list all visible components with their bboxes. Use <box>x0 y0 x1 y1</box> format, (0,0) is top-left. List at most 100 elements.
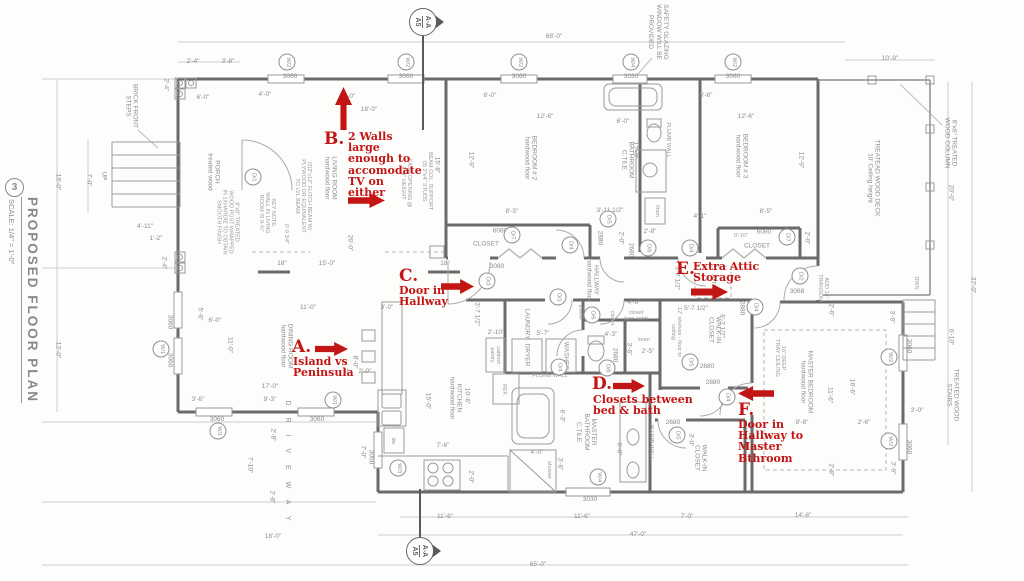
symbol-circle: D/1 <box>244 168 262 186</box>
symbol-circle: D/5 <box>668 426 686 444</box>
dimension-label: 4'-0" <box>258 90 272 98</box>
dimension-label: 65'-0" <box>529 560 547 568</box>
size-tag: 3060 <box>282 72 298 80</box>
symbol-circle: W/3 <box>389 459 407 477</box>
dimension-label: 18" <box>277 259 287 267</box>
dimension-label: 4'-1" <box>693 212 707 220</box>
section-cut-line <box>419 489 421 539</box>
room-label: PLUMB WALL <box>532 372 568 379</box>
dimension-label: 12'-6" <box>737 112 755 120</box>
symbol-circle: D/5 <box>599 210 617 228</box>
dimension-label: 2'-4" <box>186 57 200 65</box>
room-label: UP <box>100 171 108 181</box>
dimension-label: 11'-0" <box>299 303 317 311</box>
annotation-letter-c: C. <box>399 266 419 286</box>
size-tag: 3060 <box>511 72 527 80</box>
dimension-label: 3'-6" <box>625 342 633 356</box>
dimension-label: 2'-4" <box>162 78 170 92</box>
dimension-label: 14'-8" <box>794 511 812 519</box>
dimension-label: 11'-6" <box>436 512 454 520</box>
symbol-circle: W/1 <box>209 422 227 440</box>
symbol-circle: D/6 <box>598 359 616 377</box>
symbol-circle: W/4 <box>622 53 640 71</box>
dimension-label: 7'-0" <box>680 512 694 520</box>
dimension-label: 37'-0" <box>969 276 977 294</box>
dimension-label: 12'-0" <box>54 341 62 359</box>
dimension-label: 6'-2 1/2" <box>718 314 726 338</box>
room-label: D R I V E W A Y <box>283 400 291 526</box>
dimension-label: 18'-0" <box>264 532 282 540</box>
symbol-circle: W/2 <box>880 348 898 366</box>
dimension-label: 2'-8" <box>827 463 835 477</box>
symbol-circle: W/2 <box>880 432 898 450</box>
symbol-circle: W/1 <box>324 391 342 409</box>
dimension-label: 4'-11" <box>136 222 154 230</box>
dimension-label: 15'-0" <box>424 392 432 410</box>
dimension-label: 12'-3" <box>631 141 639 159</box>
room-label: linen <box>654 205 661 217</box>
room-label: DWN <box>913 276 920 290</box>
annotation-letter-e: E. <box>676 259 695 279</box>
dimension-label: 11'-6" <box>826 386 834 404</box>
dimension-label: 47'-0" <box>629 530 647 538</box>
dimension-label: 4'-0" <box>530 448 544 456</box>
dimension-label: 3'-11 1/2" <box>596 206 624 214</box>
dimension-label: 5'-6" <box>699 91 713 99</box>
dimension-label: 6'-0" <box>196 93 210 101</box>
size-tag: 3060 <box>905 439 913 455</box>
room-label: DRYER <box>523 343 531 367</box>
symbol-circle: D/4 <box>746 298 764 316</box>
dimension-label: 9'-8" <box>795 418 809 426</box>
dimension-label: 7'-6" <box>436 441 450 449</box>
room-label: PLUMB WALL <box>648 424 655 460</box>
symbol-circle: D/6 <box>639 239 657 257</box>
dimension-label: 3'-6" <box>556 457 564 471</box>
size-tag: 3060 <box>398 72 414 80</box>
detail-number-circle: 3 <box>5 178 24 197</box>
dimension-label: 17'-0" <box>261 382 279 390</box>
size-tag: 2680 <box>627 242 635 258</box>
symbol-circle: D/6 <box>583 306 601 324</box>
dimension-label: 2'-0" <box>803 231 811 245</box>
room-label: 6080 <box>756 228 772 236</box>
dimension-label: 2'-6" <box>827 303 835 317</box>
dimension-label: 15'-0" <box>318 259 336 267</box>
annotation-letter-a: A. <box>292 337 312 357</box>
room-label: PLUMB WALL <box>665 122 672 158</box>
size-tag: 3030 <box>623 72 639 80</box>
dimension-label: 2'-8" <box>268 490 276 504</box>
size-tag: 2880 <box>705 378 721 386</box>
dimension-label: 2'-4" <box>160 256 168 270</box>
dimension-label: 20'-0" <box>947 184 955 202</box>
dimension-label: 2'-0" <box>467 470 475 484</box>
dimension-label: 6'-0" <box>616 117 630 125</box>
size-tag: 3060 <box>905 338 913 354</box>
room-label: ADD 14"TRANSOM <box>817 274 830 302</box>
annotation-letter-d: D. <box>592 374 613 394</box>
symbol-circle: D/4 <box>718 388 736 406</box>
dimension-label: 2'-0" <box>617 231 625 245</box>
annotation-letter-b: B. <box>324 129 345 149</box>
symbol-circle: W/2 <box>397 53 415 71</box>
dimension-label: 15'-8" <box>433 156 441 174</box>
symbol-circle: D/3 <box>549 288 567 306</box>
size-tag: 3080 <box>489 262 505 270</box>
dimension-label: 3'-7 1/2" <box>473 302 481 326</box>
symbol-circle: W/2 <box>278 53 296 71</box>
dimension-label: 10'-6" <box>463 387 471 405</box>
